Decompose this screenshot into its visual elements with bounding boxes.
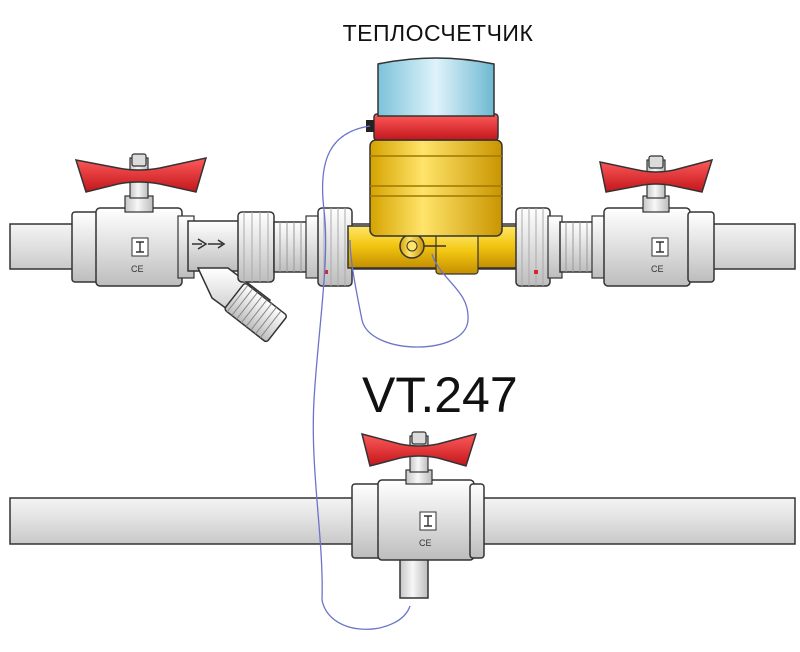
union-nipple-left [273, 207, 353, 287]
return-ball-valve-with-sensor-port: CE [351, 431, 485, 599]
model-label: VT.247 [362, 367, 518, 423]
heat-meter-label: ТЕПЛОСЧЕТЧИК [342, 20, 534, 46]
heat-meter [347, 57, 519, 275]
ce-mark-text: CE [651, 264, 664, 274]
y-strainer [187, 211, 287, 343]
ce-mark-text: CE [419, 538, 432, 548]
supply-ball-valve-left: CE [71, 153, 208, 287]
union-nipple-right [515, 207, 595, 287]
ce-mark-text: CE [131, 264, 144, 274]
meter-sensor-loop [349, 239, 469, 348]
temperature-sensor-cable [312, 125, 411, 630]
supply-ball-valve-right: CE [591, 155, 715, 287]
